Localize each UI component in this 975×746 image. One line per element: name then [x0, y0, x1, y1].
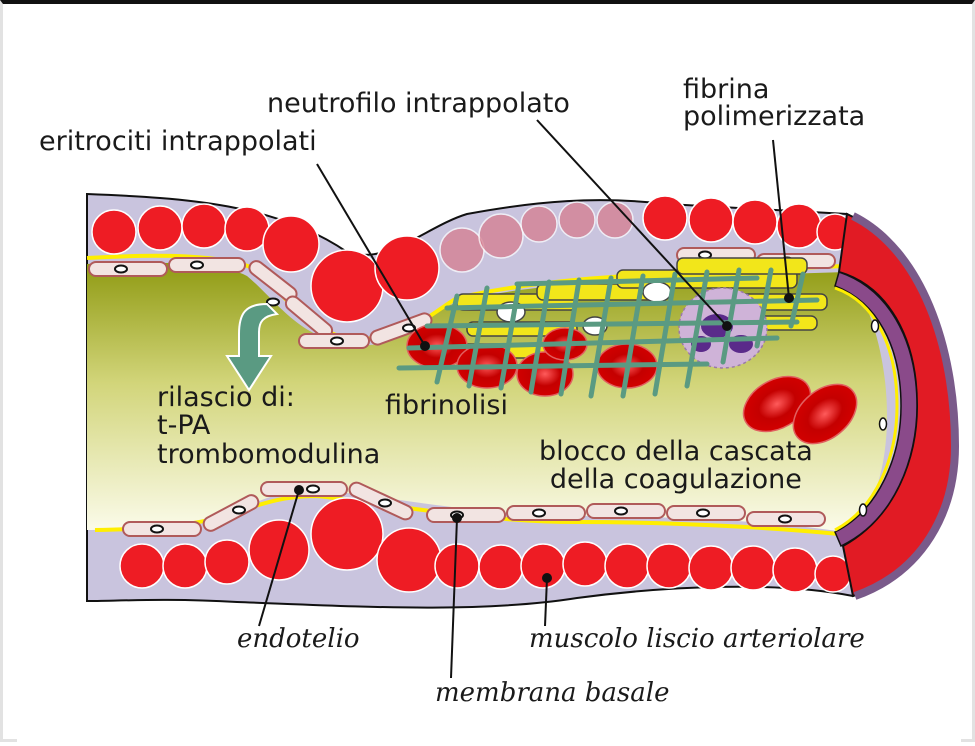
- label-fibrina-line1: fibrina: [683, 76, 865, 103]
- diagram-area: neutrofilo intrappolato eritrociti intra…: [17, 26, 961, 746]
- label-blocco-line2: della coagulazione: [539, 466, 813, 494]
- label-eritrociti: eritrociti intrappolati: [39, 128, 317, 155]
- label-fibrina: fibrina polimerizzata: [683, 76, 865, 130]
- label-membrana: membrana basale: [435, 680, 669, 706]
- label-blocco-line1: blocco della cascata: [539, 438, 813, 466]
- label-fibrina-line2: polimerizzata: [683, 103, 865, 130]
- label-rilascio-line3: trombomodulina: [157, 441, 380, 469]
- label-muscolo: muscolo liscio arteriolare: [529, 626, 865, 652]
- label-endotelio: endotelio: [237, 626, 360, 652]
- label-rilascio-line1: rilascio di:: [157, 384, 380, 412]
- label-neutrofilo: neutrofilo intrappolato: [267, 90, 570, 117]
- label-rilascio: rilascio di: t-PA trombomodulina: [157, 384, 380, 469]
- label-rilascio-line2: t-PA: [157, 412, 380, 440]
- label-blocco: blocco della cascata della coagulazione: [539, 438, 813, 495]
- label-fibrinolisi: fibrinolisi: [385, 392, 508, 419]
